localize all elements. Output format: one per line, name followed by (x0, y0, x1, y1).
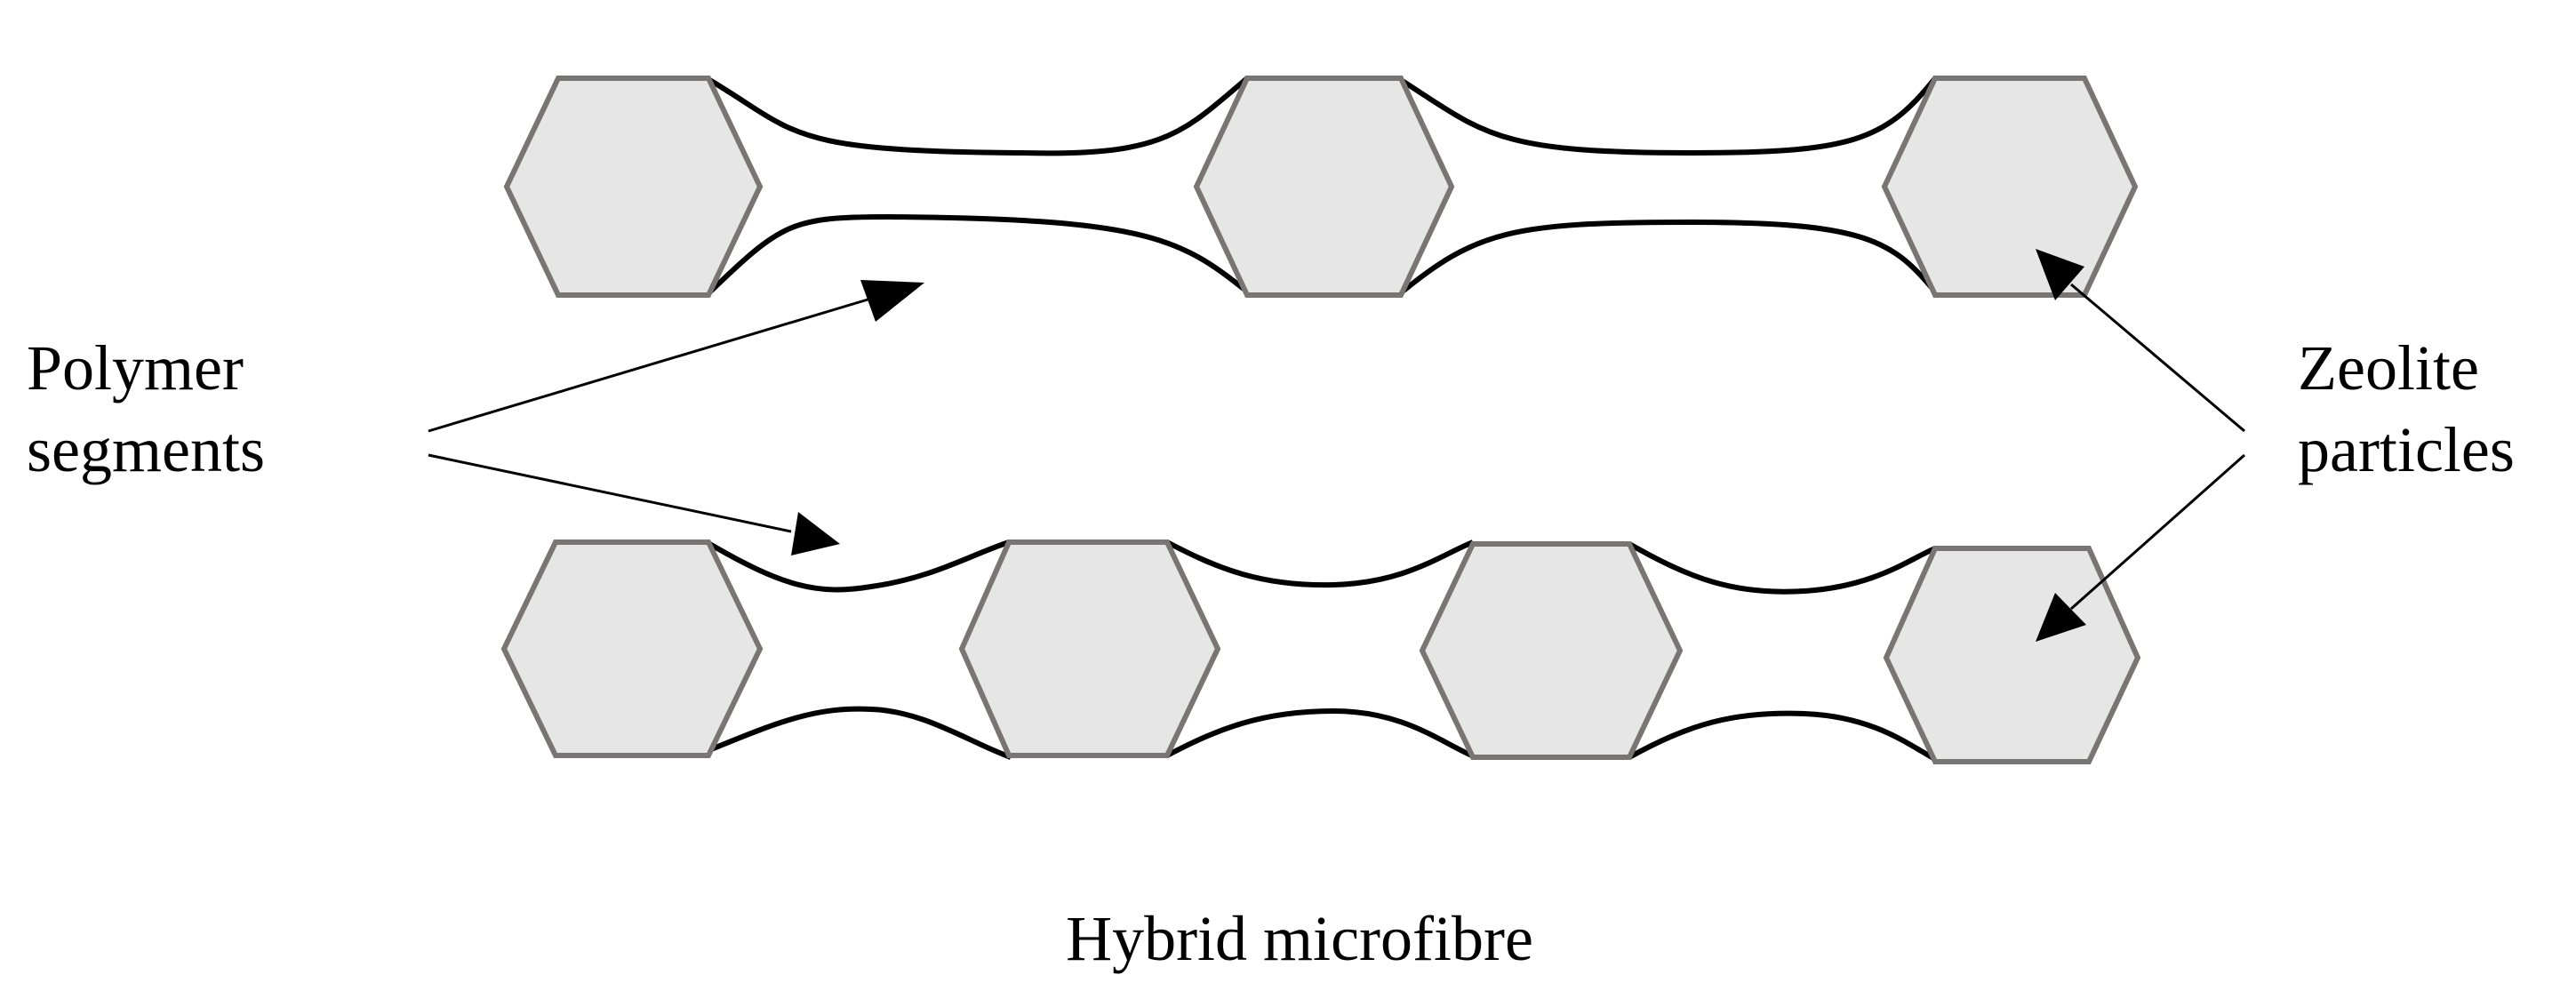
polymer-segment (705, 539, 1010, 593)
pointer-arrows (428, 249, 2245, 642)
caption: Hybrid microfibre (1066, 903, 1533, 974)
zeolite-label-line2: particles (2298, 414, 2515, 485)
polymer-segment (704, 213, 1253, 298)
arrowhead (860, 280, 924, 322)
polymer-segment (1396, 219, 1940, 298)
arrowhead (2036, 593, 2086, 642)
top-fibre (503, 76, 2139, 298)
arrowhead (2036, 249, 2084, 300)
zeolite-hexagon (1419, 541, 1684, 760)
zeolite-arrow-upper (2070, 283, 2245, 433)
polymer-segment (1165, 539, 1475, 588)
zeolite-hexagon (1193, 76, 1455, 298)
polymer-label-line1: Polymer (27, 332, 244, 404)
zeolite-label-line1: Zeolite (2298, 332, 2479, 404)
polymer-segment (1628, 541, 1937, 595)
polymer-segment (705, 76, 1249, 156)
polymer-segment (1628, 710, 1941, 764)
polymer-segment (1396, 76, 1938, 156)
polymer-label-line2: segments (27, 414, 265, 485)
polymer-segment (1165, 707, 1477, 760)
zeolite-arrow-lower (2070, 453, 2245, 611)
polymer-arrow-lower (428, 453, 792, 533)
zeolite-hexagon (1883, 546, 2141, 764)
arrowhead (791, 512, 840, 555)
bottom-fibre (500, 539, 2141, 764)
polymer-arrow-upper (428, 296, 875, 433)
zeolite-hexagon (958, 539, 1221, 758)
zeolite-hexagon (1881, 76, 2139, 298)
polymer-segment (703, 706, 1012, 760)
zeolite-hexagon (503, 76, 764, 298)
zeolite-hexagon (500, 539, 764, 758)
